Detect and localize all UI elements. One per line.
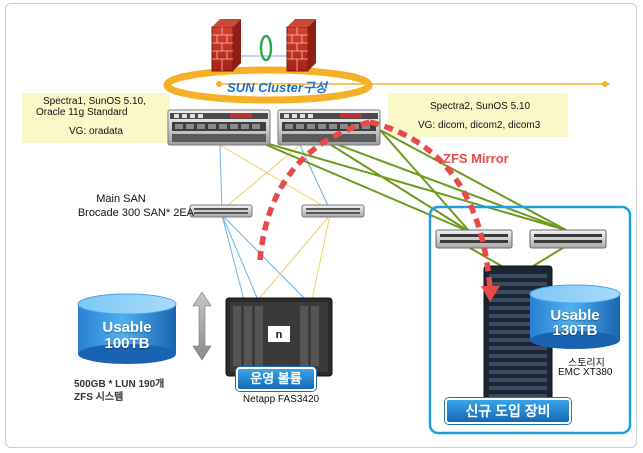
storage-array-icon: n	[225, 297, 333, 377]
server2-vg: VG: dicom, dicom2, dicom3	[418, 120, 541, 131]
new-usable-line1: Usable	[550, 307, 600, 324]
san-switch-icon	[301, 204, 365, 218]
cylinder-icon	[77, 293, 177, 364]
cluster-label: SUN Cluster구성	[227, 80, 327, 95]
san-switch-icon	[529, 229, 607, 249]
firewall-icon	[286, 19, 316, 72]
san-label-line2: Brocade 300 SAN* 2EA	[77, 207, 194, 219]
server2-line1: Spectra2, SunOS 5.10	[430, 101, 531, 112]
cylinder-icon	[529, 284, 621, 349]
server-icon	[167, 109, 271, 146]
old-usable-line2: 100TB	[104, 335, 150, 352]
lun-label: 500GB * LUN 190개	[74, 379, 165, 390]
new-usable-line2: 130TB	[552, 322, 598, 339]
firewall-icon	[211, 19, 241, 72]
storage-name-label: 스토리지	[568, 358, 605, 369]
server-icon	[277, 109, 381, 146]
firewall-link-icon	[259, 34, 273, 62]
new-san-links	[254, 129, 567, 269]
zfs-system-label: ZFS 시스템	[74, 392, 124, 403]
operation-volume-badge: 운영 볼륨	[236, 367, 316, 391]
san-cabling	[219, 144, 331, 301]
new-equipment-frame	[428, 205, 632, 435]
svg-text:n: n	[276, 329, 283, 341]
old-usable-line1: Usable	[102, 319, 152, 336]
cluster-ring-icon	[163, 66, 373, 104]
netapp-model-label: Netapp FAS3420	[242, 394, 320, 405]
mirror-arrow-icon	[257, 119, 493, 291]
double-arrow-icon	[192, 291, 212, 361]
server1-line1: Spectra1, SunOS 5.10,	[43, 96, 146, 107]
san-switch-icon	[189, 204, 253, 218]
san-switch-icon	[435, 229, 513, 249]
server1-vg: VG: oradata	[69, 126, 123, 137]
emc-model-label: EMC XT380	[558, 367, 613, 378]
server2-info-box	[388, 93, 568, 137]
new-equipment-badge: 신규 도입 장비	[445, 398, 571, 424]
zfs-mirror-label: ZFS Mirror	[443, 151, 509, 166]
server1-info-box	[22, 93, 170, 143]
server1-line2: Oracle 11g Standard	[36, 107, 128, 118]
mirror-arrowhead-icon	[481, 286, 500, 302]
san-label-line1: Main SAN	[96, 193, 146, 205]
